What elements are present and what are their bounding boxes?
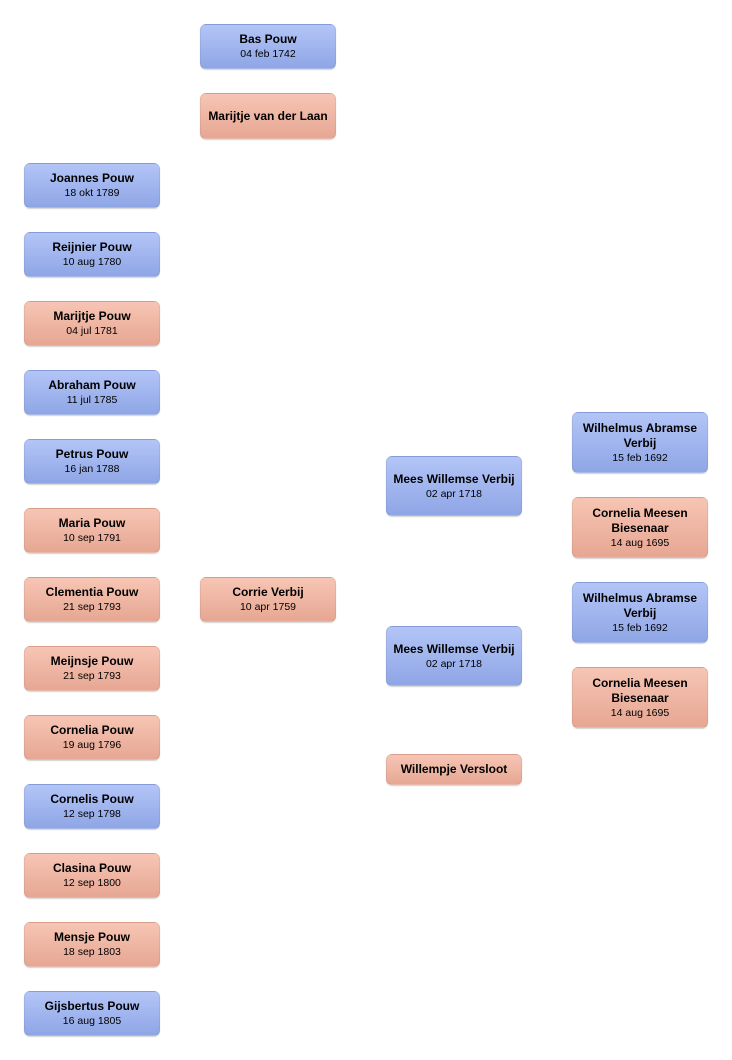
person-name: Mees Willemse Verbij xyxy=(393,641,515,656)
person-date: 12 sep 1798 xyxy=(63,808,121,820)
person-date: 14 aug 1695 xyxy=(610,536,670,549)
person-date: 15 feb 1692 xyxy=(612,451,668,464)
person-card-child[interactable]: Mensje Pouw 18 sep 1803 xyxy=(24,922,160,967)
person-name: Cornelia Meesen Biesenaar xyxy=(592,505,688,535)
person-card-father[interactable]: Bas Pouw 04 feb 1742 xyxy=(200,24,336,69)
person-date: 21 sep 1793 xyxy=(63,601,121,613)
person-name: Cornelia Meesen Biesenaar xyxy=(592,675,688,705)
person-name: Wilhelmus Abramse Verbij xyxy=(582,420,698,450)
person-card-child[interactable]: Clasina Pouw 12 sep 1800 xyxy=(24,853,160,898)
person-card-child[interactable]: Marijtje Pouw 04 jul 1781 xyxy=(24,301,160,346)
person-date: 21 sep 1793 xyxy=(63,670,121,682)
person-card-grandmother[interactable]: Cornelia Meesen Biesenaar 14 aug 1695 xyxy=(572,497,708,558)
person-card-child[interactable]: Joannes Pouw 18 okt 1789 xyxy=(24,163,160,208)
person-card-spouse[interactable]: Corrie Verbij 10 apr 1759 xyxy=(200,577,336,622)
person-card-child[interactable]: Abraham Pouw 11 jul 1785 xyxy=(24,370,160,415)
person-card-spouse-father[interactable]: Mees Willemse Verbij 02 apr 1718 xyxy=(386,626,522,686)
person-date: 18 okt 1789 xyxy=(64,187,120,199)
person-date: 14 aug 1695 xyxy=(610,706,670,719)
person-card-grandmother[interactable]: Cornelia Meesen Biesenaar 14 aug 1695 xyxy=(572,667,708,728)
person-card-spouse-father[interactable]: Mees Willemse Verbij 02 apr 1718 xyxy=(386,456,522,516)
person-name: Abraham Pouw xyxy=(48,378,136,392)
person-name: Cornelis Pouw xyxy=(50,792,134,806)
person-card-child[interactable]: Clementia Pouw 21 sep 1793 xyxy=(24,577,160,622)
person-card-child[interactable]: Cornelia Pouw 19 aug 1796 xyxy=(24,715,160,760)
person-date: 11 jul 1785 xyxy=(66,394,118,406)
person-name: Wilhelmus Abramse Verbij xyxy=(582,590,698,620)
person-card-child[interactable]: Cornelis Pouw 12 sep 1798 xyxy=(24,784,160,829)
person-name: Gijsbertus Pouw xyxy=(44,999,140,1013)
person-date: 04 feb 1742 xyxy=(240,48,296,60)
person-name: Willempje Versloot xyxy=(400,762,508,776)
person-name: Marijtje van der Laan xyxy=(208,108,328,123)
person-date: 02 apr 1718 xyxy=(425,487,483,500)
person-card-spouse-mother[interactable]: Willempje Versloot xyxy=(386,754,522,785)
person-card-grandfather[interactable]: Wilhelmus Abramse Verbij 15 feb 1692 xyxy=(572,412,708,473)
person-name: Maria Pouw xyxy=(58,516,126,530)
person-card-child[interactable]: Reijnier Pouw 10 aug 1780 xyxy=(24,232,160,277)
person-name: Meijnsje Pouw xyxy=(50,654,134,668)
person-name: Clasina Pouw xyxy=(52,861,132,875)
person-name: Clementia Pouw xyxy=(45,585,139,599)
person-date: 16 jan 1788 xyxy=(64,463,120,475)
person-name: Bas Pouw xyxy=(239,32,297,46)
person-date: 04 jul 1781 xyxy=(66,325,118,337)
person-date: 10 sep 1791 xyxy=(63,532,121,544)
person-name: Marijtje Pouw xyxy=(53,309,131,323)
person-card-child[interactable]: Meijnsje Pouw 21 sep 1793 xyxy=(24,646,160,691)
person-date: 18 sep 1803 xyxy=(63,946,121,958)
person-date: 19 aug 1796 xyxy=(62,739,122,751)
person-card-child[interactable]: Petrus Pouw 16 jan 1788 xyxy=(24,439,160,484)
person-name: Reijnier Pouw xyxy=(52,240,132,254)
person-card-child[interactable]: Gijsbertus Pouw 16 aug 1805 xyxy=(24,991,160,1036)
person-name: Mensje Pouw xyxy=(53,930,130,944)
person-name: Petrus Pouw xyxy=(55,447,129,461)
person-name: Joannes Pouw xyxy=(49,171,135,185)
person-card-mother[interactable]: Marijtje van der Laan xyxy=(200,93,336,139)
person-name: Mees Willemse Verbij xyxy=(393,471,515,486)
person-card-grandfather[interactable]: Wilhelmus Abramse Verbij 15 feb 1692 xyxy=(572,582,708,643)
person-card-child[interactable]: Maria Pouw 10 sep 1791 xyxy=(24,508,160,553)
person-date: 10 apr 1759 xyxy=(239,601,297,613)
person-name: Cornelia Pouw xyxy=(50,723,134,737)
person-date: 15 feb 1692 xyxy=(612,621,668,634)
person-date: 02 apr 1718 xyxy=(425,657,483,670)
person-date: 16 aug 1805 xyxy=(62,1015,122,1027)
person-name: Corrie Verbij xyxy=(232,585,304,599)
person-date: 12 sep 1800 xyxy=(63,877,121,889)
person-date: 10 aug 1780 xyxy=(62,256,122,268)
